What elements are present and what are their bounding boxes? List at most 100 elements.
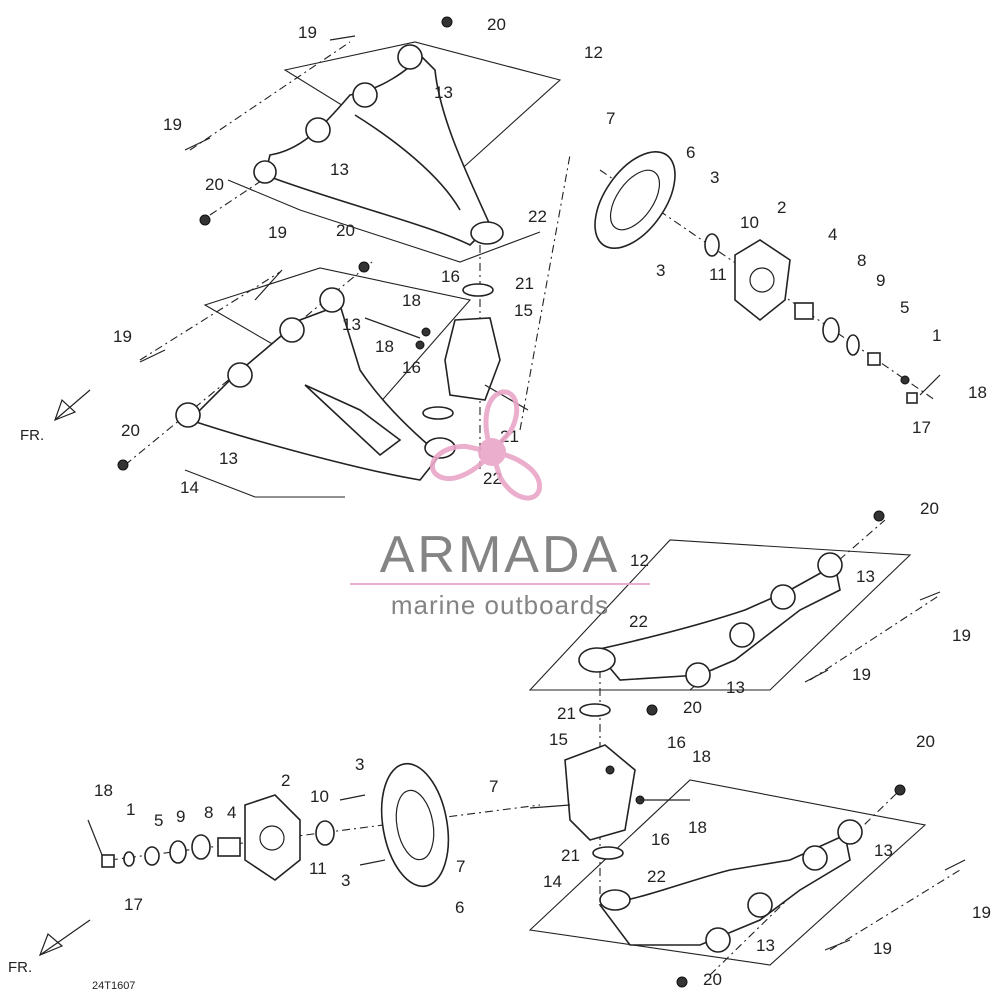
top-assembly: [53, 16, 941, 498]
callout-12: 12: [584, 43, 603, 62]
lower-a-arm-plate: [304, 384, 402, 457]
nut: [873, 510, 885, 522]
callout-11: 11: [309, 859, 327, 878]
hub-bore: [259, 825, 285, 851]
bearing: [191, 834, 211, 860]
hub-bore: [749, 267, 775, 293]
bushing: [397, 44, 423, 70]
callout-19: 19: [852, 665, 871, 684]
bushing: [802, 845, 828, 871]
seal: [169, 840, 187, 864]
upper-a-arm: [264, 53, 491, 246]
front-arrow-shaft: [54, 389, 91, 421]
axis-line: [519, 154, 571, 431]
callout-20: 20: [487, 15, 506, 34]
washer: [867, 352, 881, 366]
callout-19: 19: [952, 626, 971, 645]
brake-disc-inner: [609, 169, 661, 231]
cotter-pin: [87, 819, 103, 856]
callout-17: 17: [912, 418, 931, 437]
callout-4: 4: [227, 803, 236, 822]
bushing: [279, 317, 305, 343]
nut: [415, 340, 425, 350]
upper-a-arm-web: [354, 114, 461, 211]
front-marker-bottom: FR.: [8, 959, 32, 976]
front-arrow-head: [53, 398, 77, 422]
nut: [676, 976, 688, 988]
callout-14: 14: [543, 872, 562, 891]
callout-20: 20: [205, 175, 224, 194]
o-ring: [579, 703, 611, 717]
callout-11: 11: [709, 265, 727, 284]
seal: [846, 334, 860, 356]
bushing: [685, 662, 711, 688]
callout-13: 13: [330, 160, 349, 179]
nut: [117, 459, 129, 471]
axis-line: [139, 271, 281, 361]
o-ring: [422, 406, 454, 420]
propeller-logo-icon: [428, 389, 547, 504]
lower-arm-plane: [528, 779, 927, 966]
brake-disc: [594, 150, 676, 250]
callout-15: 15: [549, 730, 568, 749]
bolt: [339, 794, 366, 801]
callout-7: 7: [489, 777, 498, 796]
bushing: [837, 819, 863, 845]
callout-16: 16: [402, 358, 421, 377]
callout-10: 10: [310, 787, 329, 806]
washer: [144, 846, 160, 866]
callout-21: 21: [557, 704, 576, 723]
lower-plane-base: [184, 469, 345, 498]
nut: [646, 704, 658, 716]
spacer: [217, 837, 241, 857]
callout-13: 13: [856, 567, 875, 586]
callout-19: 19: [873, 939, 892, 958]
callout-5: 5: [154, 811, 163, 830]
bushing: [817, 552, 843, 578]
bearing: [315, 820, 335, 846]
steering-knuckle: [564, 744, 636, 841]
bushing: [770, 584, 796, 610]
nut: [199, 214, 211, 226]
upper-a-arm: [593, 563, 841, 681]
callout-17: 17: [124, 895, 143, 914]
ball-joint: [578, 647, 616, 673]
callout-21: 21: [515, 274, 534, 293]
upper-plane-base: [227, 179, 541, 263]
bushing: [319, 287, 345, 313]
nut: [358, 261, 370, 273]
callout-3: 3: [341, 871, 350, 890]
bushing: [747, 892, 773, 918]
nut: [605, 765, 615, 775]
callout-6: 6: [686, 143, 695, 162]
callout-6: 6: [455, 898, 464, 917]
callout-16: 16: [651, 830, 670, 849]
spindle: [484, 384, 529, 411]
callout-13: 13: [756, 936, 775, 955]
armada-watermark: ARMADA marine outboards: [350, 389, 650, 620]
callout-20: 20: [121, 421, 140, 440]
callout-20: 20: [916, 732, 935, 751]
bushing: [305, 117, 331, 143]
bearing: [704, 233, 720, 257]
callout-18: 18: [375, 337, 394, 356]
nut: [894, 784, 906, 796]
callout-18: 18: [94, 781, 113, 800]
callout-19: 19: [298, 23, 317, 42]
wheel-hub: [734, 239, 791, 322]
bolt: [184, 137, 211, 151]
callout-3: 3: [656, 261, 665, 280]
bolt: [359, 859, 386, 866]
callout-22: 22: [528, 207, 547, 226]
callout-13: 13: [874, 841, 893, 860]
callout-13: 13: [726, 678, 745, 697]
drawing-code: 24T1607: [92, 980, 135, 992]
spacer: [794, 302, 814, 320]
cotter-pin: [364, 317, 421, 339]
bushing: [253, 160, 277, 184]
callout-2: 2: [281, 771, 290, 790]
watermark-brand: ARMADA: [380, 526, 620, 584]
